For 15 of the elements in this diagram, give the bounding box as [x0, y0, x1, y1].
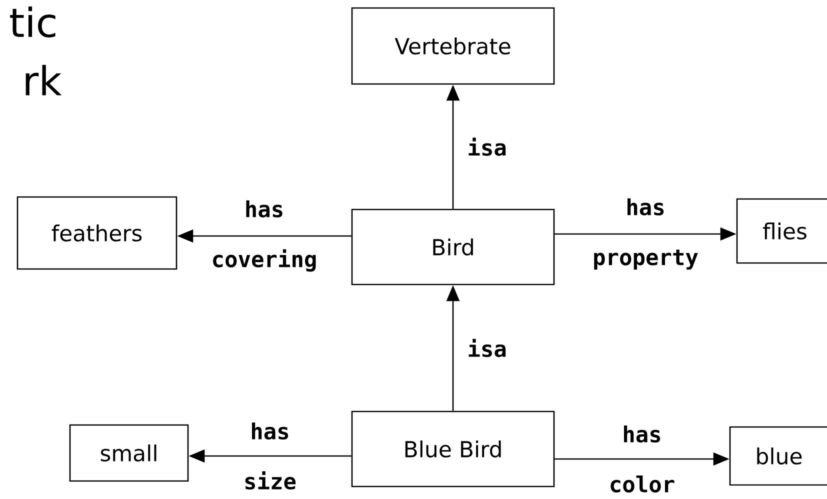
title-text: tic: [10, 6, 56, 38]
edge-label: has size: [245, 422, 296, 490]
edge-label: isa: [468, 338, 506, 358]
title-text: rk: [26, 64, 62, 96]
edge-label: isa: [468, 138, 506, 156]
edge-label: has color: [610, 426, 674, 493]
concept-box: Blue Bird: [351, 410, 555, 488]
concept-box: flies: [736, 198, 827, 264]
concept-box: blue: [729, 426, 827, 486]
concept-box: Bird: [351, 208, 555, 286]
edge-label: has covering: [213, 200, 316, 272]
edge-label: has property: [594, 198, 698, 270]
concept-box: feathers: [16, 196, 178, 270]
concept-box: small: [69, 424, 189, 482]
concept-box: Vertebrate: [351, 7, 555, 85]
